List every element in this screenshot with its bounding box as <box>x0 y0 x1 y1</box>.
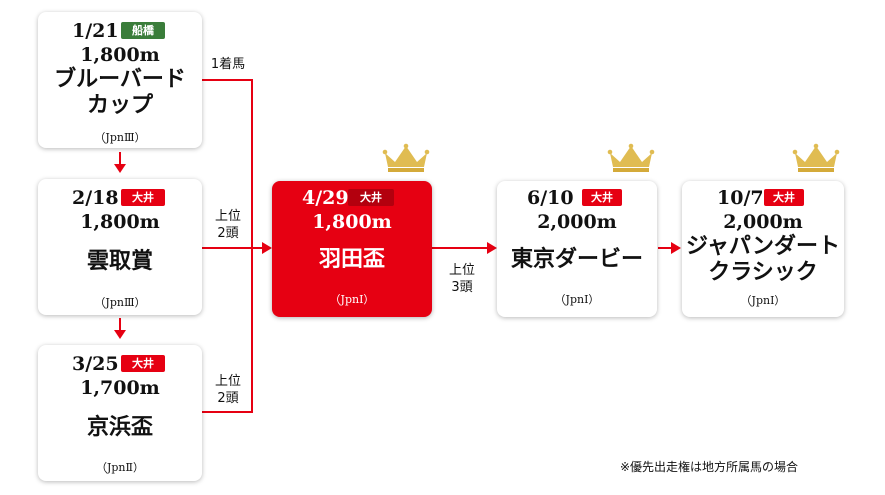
venue-badge: 大井 <box>582 189 622 206</box>
crown-icon <box>382 143 430 172</box>
race-distance: 2,000m <box>537 211 617 233</box>
race-distance: 2,000m <box>723 211 803 233</box>
crown-icon <box>607 143 655 172</box>
race-date: 1/21 <box>72 20 119 42</box>
arrow-right-icon <box>262 242 272 254</box>
race-grade: （JpnⅢ） <box>94 131 146 144</box>
race-card-japan-dirt-classic: 10/7 大井 2,000m ジャパンダート クラシック （JpnI） <box>682 181 844 317</box>
race-name: 京浜盃 <box>86 414 153 440</box>
condition-text-line-2: 3頭 <box>451 280 473 295</box>
venue-badge: 大井 <box>764 189 804 206</box>
condition-first-place: 1着馬 <box>204 56 252 73</box>
venue-badge: 大井 <box>348 189 394 206</box>
race-grade: （JpnⅡ） <box>95 461 144 474</box>
race-name-line-2: クラシック <box>708 259 818 285</box>
arrow-down-icon <box>114 164 126 173</box>
race-distance: 1,800m <box>80 211 160 233</box>
race-date: 2/18 <box>72 187 119 209</box>
race-card-bluebird-cup: 1/21 船橋 1,800m ブルーバード カップ （JpnⅢ） <box>38 12 202 148</box>
race-card-keihin-hai: 3/25 大井 1,700m 京浜盃 （JpnⅡ） <box>38 345 202 481</box>
crown-icon <box>792 143 840 172</box>
venue-badge: 大井 <box>121 189 165 206</box>
race-distance: 1,700m <box>80 377 160 399</box>
race-distance: 1,800m <box>312 211 392 233</box>
race-card-kumotori-sho: 2/18 大井 1,800m 雲取賞 （JpnⅢ） <box>38 179 202 315</box>
race-grade: （JpnI） <box>554 293 600 306</box>
condition-text-line-1: 上位 <box>214 209 241 224</box>
race-date: 3/25 <box>72 353 119 375</box>
condition-top-3-haneda: 上位 3頭 <box>438 262 486 296</box>
race-card-haneda-hai: 4/29 大井 1,800m 羽田盃 （JpnI） <box>272 181 432 317</box>
arrow-down-icon <box>114 330 126 339</box>
race-distance: 1,800m <box>80 44 160 66</box>
footnote: ※優先出走権は地方所属馬の場合 <box>620 460 799 474</box>
race-name-line-1: ジャパンダート <box>685 233 840 259</box>
condition-text-line-1: 上位 <box>214 374 241 389</box>
race-name: 雲取賞 <box>86 248 153 274</box>
venue-badge: 船橋 <box>121 22 165 39</box>
race-date: 10/7 <box>717 187 764 209</box>
race-date: 4/29 <box>302 187 349 209</box>
arrow-right-icon <box>671 242 681 254</box>
race-name: 東京ダービー <box>510 246 643 272</box>
condition-text-line-2: 2頭 <box>217 226 239 241</box>
race-name: 羽田盃 <box>318 246 385 272</box>
race-grade: （JpnI） <box>329 293 375 306</box>
condition-text-line-1: 上位 <box>448 263 475 278</box>
condition-top-2-kumotori: 上位 2頭 <box>204 208 252 242</box>
venue-badge: 大井 <box>121 355 165 372</box>
condition-top-2-keihin: 上位 2頭 <box>204 373 252 407</box>
condition-text-line-2: 2頭 <box>217 391 239 406</box>
race-grade: （JpnⅢ） <box>94 296 146 309</box>
race-grade: （JpnI） <box>740 294 786 307</box>
race-card-tokyo-derby: 6/10 大井 2,000m 東京ダービー （JpnI） <box>497 181 657 317</box>
race-date: 6/10 <box>527 187 574 209</box>
arrow-right-icon <box>487 242 497 254</box>
condition-text: 1着馬 <box>210 57 246 72</box>
race-name-line-2: カップ <box>86 92 153 118</box>
race-name-line-1: ブルーバード <box>54 66 186 92</box>
